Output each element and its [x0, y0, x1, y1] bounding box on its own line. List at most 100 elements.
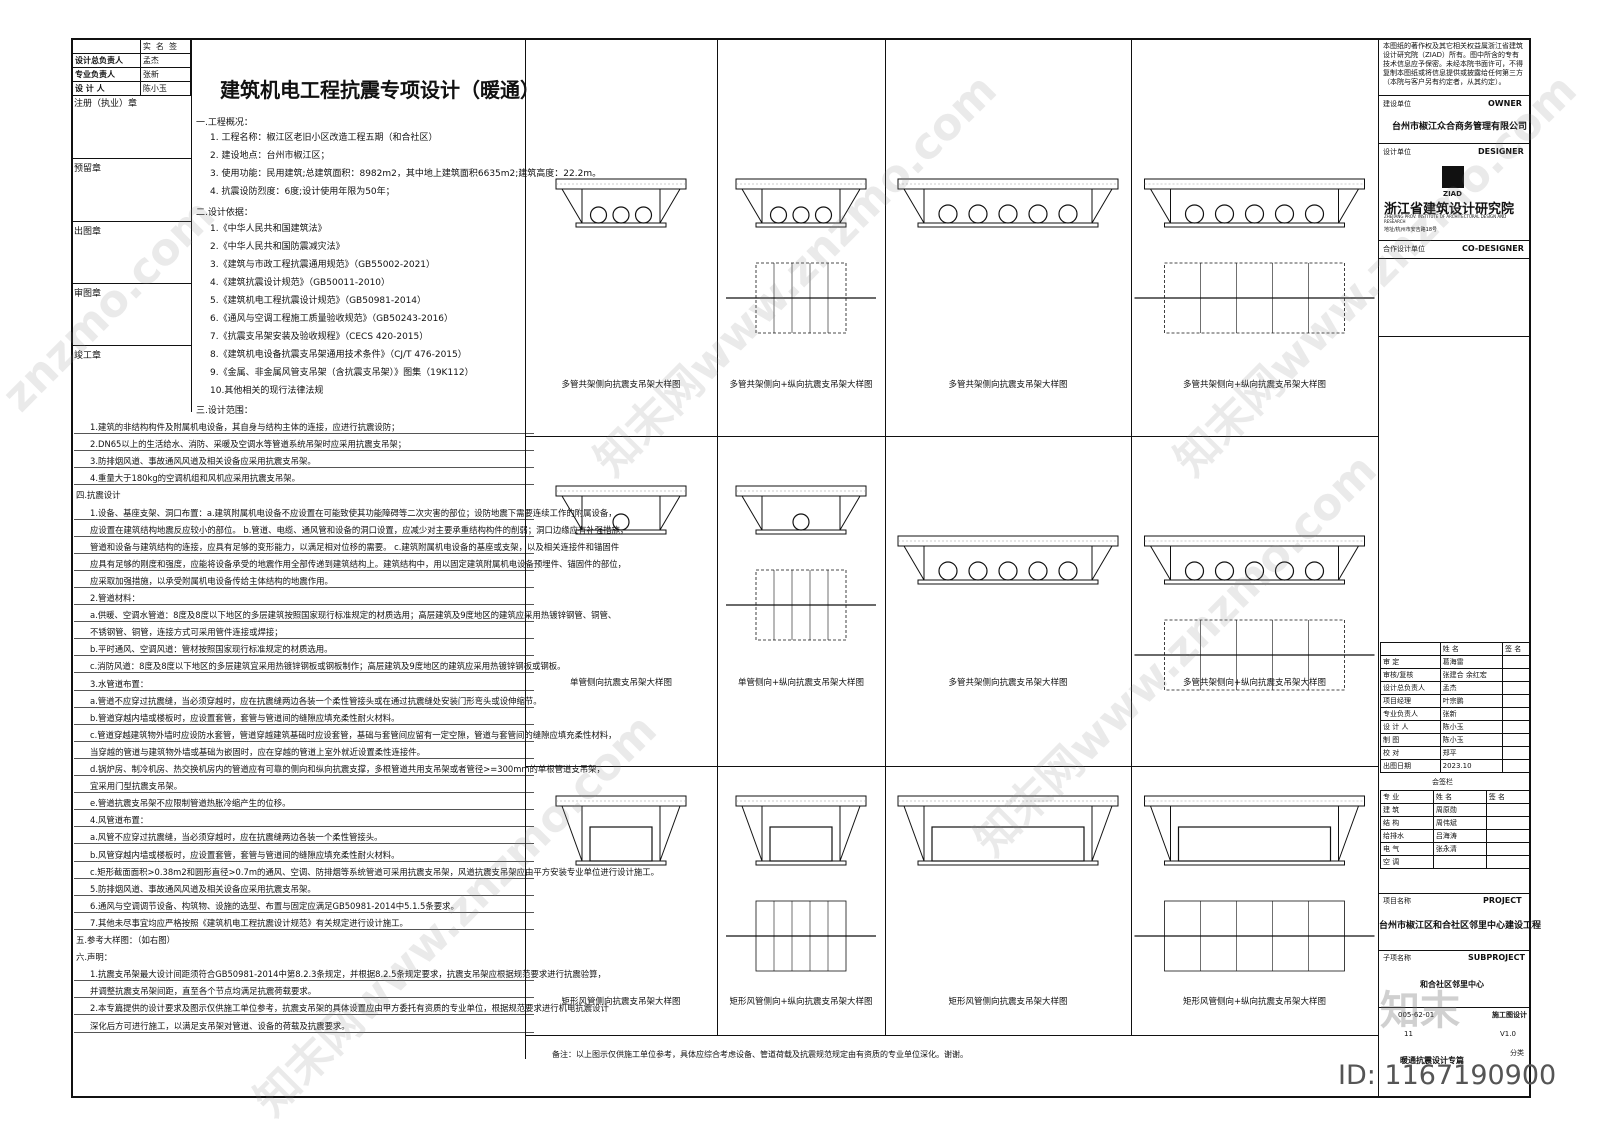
bracket-detail-drawing: [726, 485, 876, 641]
detail-caption: 多管共架侧向抗震支吊架大样图: [561, 380, 681, 390]
overview-item: 3. 使用功能：民用建筑;总建筑面积：8982m2，其中地上建筑面积6635m2…: [210, 169, 602, 179]
countersign-row: 给排水吕海涛: [1380, 829, 1531, 843]
stamp-completion: 竣工章: [74, 351, 102, 361]
ziad-logo-icon: [1442, 166, 1464, 188]
measures-item: 6.通风与空调调节设备、构筑物、设施的选型、布置与固定应满足GB50981-20…: [90, 900, 459, 911]
measures-item: 3.水管道布置：: [90, 678, 149, 689]
sig-row: 设计总负责人孟杰: [72, 53, 192, 68]
approval-row: 专业负责人张新: [1380, 707, 1530, 721]
measures-item: b.风管穿越内墙或楼板时，应设置套管，套管与管道间的缝隙应填充柔性耐火材料。: [90, 849, 400, 860]
image-id: ID: 1167190900: [1338, 1060, 1557, 1091]
scope-item: 4.重量大于180kg的空调机组和风机应采用抗震支吊架。: [90, 473, 301, 484]
statement-heading: 六.声明：: [76, 952, 113, 963]
statement-item: 1.抗震支吊架最大设计间距须符合GB50981-2014中第8.2.3条规定，并…: [90, 969, 606, 980]
signature-table: 实 名 签 设计总负责人孟杰 专业负责人张新 设 计 人陈小玉: [72, 39, 192, 96]
bracket-detail-drawing: [897, 535, 1119, 585]
stamp-registration: 注册（执业）章: [72, 94, 191, 159]
measures-item: 不锈钢管、铜管，连接方式可采用管件连接或焊接；: [90, 627, 283, 638]
measures-item: 宜采用门型抗震支吊架。: [90, 781, 183, 792]
measures-item: d.锅炉房、制冷机房、热交换机房内的管道应有可靠的侧向和纵向抗震支撑，多根管道共…: [90, 764, 605, 774]
bracket-detail-drawing: [1134, 535, 1375, 691]
detail-caption: 多管共架侧向抗震支吊架大样图: [948, 380, 1068, 390]
approval-row: 设 计 人陈小玉: [1380, 720, 1530, 734]
measures-item: 管道和设备与建筑结构的连接，应具有足够的变形能力，以满足相对位移的需要。 c.建…: [90, 541, 620, 552]
subproject-name: 和合社区邻里中心: [1420, 980, 1484, 989]
scope-item: 3.防排烟风道、事故通风风道及相关设备应采用抗震支吊架。: [90, 456, 316, 467]
statement-item: 2.本专篇提供的设计要求及图示仅供施工单位参考，抗震支吊架的具体设置应由甲方委托…: [90, 1003, 609, 1014]
overview-heading: 一.工程概况：: [196, 118, 253, 128]
detail-caption: 多管共架侧向抗震支吊架大样图: [948, 678, 1068, 688]
countersign-table: 专 业姓 名签 名建 筑周原勋 结 构周伟斌 给排水吕海涛 电 气张永清 空 调: [1380, 790, 1531, 869]
approval-row: 审核/复核张建合 余红宏: [1380, 668, 1530, 682]
scope-heading: 三.设计范围：: [196, 406, 253, 416]
drawing-frame: [71, 38, 1531, 1098]
bracket-detail-drawing: [555, 485, 687, 535]
basis-item: 7.《抗震支吊架安装及验收规程》（CECS 420-2015）: [210, 332, 429, 342]
measures-item: a.管道不应穿过抗震缝，当必须穿越时，应在抗震缝两边各装一个柔性管接头或在通过抗…: [90, 695, 542, 706]
measures-item: c.消防风道：8度及8度以下地区的多层建筑宜采用热镀锌钢板或钢板制作；高层建筑及…: [90, 661, 566, 672]
measures-item: e.管道抗震支吊架不应限制管道热胀冷缩产生的位移。: [90, 798, 291, 809]
approval-row: 审 定葛海雷: [1380, 655, 1530, 669]
measures-item: 应具有足够的刚度和强度，应能将设备承受的地震作用全部传递到建筑结构上。建筑结构中…: [90, 558, 626, 569]
measures-item: 4.风管道布置：: [90, 815, 149, 826]
countersign-row: 建 筑周原勋: [1380, 803, 1531, 817]
approval-table: 姓 名签 名审 定葛海雷 审核/复核张建合 余红宏 设计总负责人孟杰 项目经理叶…: [1380, 642, 1530, 773]
measures-heading: 四.抗震设计: [76, 490, 121, 501]
countersign-row: 空 调: [1380, 855, 1531, 869]
approval-row: 项目经理叶宗鹏: [1380, 694, 1530, 708]
corner-logo: 知末: [1380, 988, 1460, 1034]
measures-item: 1.设备、基座支架、洞口布置：a.建筑附属机电设备不应设置在可能致使其功能障碍等…: [90, 507, 617, 518]
basis-item: 4.《建筑抗震设计规范》（GB50011-2010）: [210, 278, 391, 288]
approval-row: 制 图陈小玉: [1380, 733, 1530, 747]
scope-item: 2.DN65以上的生活给水、消防、采暖及空调水等管道系统吊架时应采用抗震支吊架；: [90, 439, 407, 450]
measures-item: a.供暖、空调水管道：8度及8度以下地区的多层建筑按照国家现行标准规定的材质选用…: [90, 610, 617, 621]
bracket-detail-drawing: [897, 178, 1119, 228]
basis-item: 6.《通风与空调工程施工质量验收规范》（GB50243-2016）: [210, 314, 454, 324]
measures-item: 应设置在建筑结构地震反应较小的部位。 b.管道、电缆、通风管和设备的洞口设置，应…: [90, 524, 629, 535]
stamp-issue: 出图章: [72, 222, 191, 284]
basis-heading: 二.设计依据：: [196, 208, 253, 218]
countersign-row: 结 构周伟斌: [1380, 816, 1531, 830]
reference-heading: 五.参考大样图：（如右图）: [76, 935, 175, 945]
statement-item: 并调整抗震支吊架间距，直至各个节点均满足抗震荷载要求。: [90, 986, 317, 997]
measures-item: a.风管不应穿过抗震缝，当必须穿越时，应在抗震缝两边各装一个柔性管接头。: [90, 832, 383, 843]
measures-item: 当穿越的管道与建筑物外墙或基础为嵌固时，应在穿越的管道上室外就近设置柔性连接件。: [90, 746, 425, 757]
bracket-detail-drawing: [897, 795, 1119, 866]
measures-item: c.矩形截面面积>0.38m2和圆形直径>0.7m的通风、空调、防排烟等系统管道…: [90, 866, 660, 877]
overview-item: 4. 抗震设防烈度：6度;设计使用年限为50年；: [210, 187, 395, 197]
copyright-note: 本图纸的著作权及其它相关权益属浙江省建筑设计研究院（ZIAD）所有。图中所含的专…: [1383, 42, 1523, 86]
detail-caption: 单管侧向抗震支吊架大样图: [569, 678, 672, 688]
sig-row: 专业负责人张新: [72, 67, 192, 82]
detail-caption: 多管共架侧向+纵向抗震支吊架大样图: [1182, 380, 1327, 390]
owner-name: 台州市椒江众合商务管理有限公司: [1392, 122, 1528, 132]
basis-item: 10.其他相关的现行法律法规: [210, 386, 324, 396]
overview-item: 2. 建设地点：台州市椒江区；: [210, 151, 330, 161]
sig-header: 实 名 签: [139, 39, 192, 54]
basis-item: 2.《中华人民共和国防震减灾法》: [210, 242, 345, 252]
overview-list: 1. 工程名称：椒江区老旧小区改造工程五期（和合社区） 2. 建设地点：台州市椒…: [210, 133, 601, 205]
detail-caption: 单管侧向+纵向抗震支吊架大样图: [737, 678, 865, 688]
sig-row: 设 计 人陈小玉: [72, 81, 192, 96]
bracket-detail-drawing: [726, 795, 876, 972]
basis-list: 1.《中华人民共和国建筑法》 2.《中华人民共和国防震减灾法》 3.《建筑与市政…: [210, 224, 474, 404]
bracket-detail-drawing: [555, 795, 687, 866]
stamp-reserved: 预留章: [72, 159, 191, 222]
approval-row: 设计总负责人孟杰: [1380, 681, 1530, 695]
detail-caption: 矩形风管侧向+纵向抗震支吊架大样图: [1182, 997, 1327, 1007]
overview-item: 1. 工程名称：椒江区老旧小区改造工程五期（和合社区）: [210, 133, 438, 143]
bottom-note: 备注：以上图示仅供施工单位参考，具体应综合考虑设备、管道荷载及抗震规范规定由有资…: [552, 1050, 968, 1059]
bracket-detail-drawing: [726, 178, 876, 334]
measures-item: 2.管道材料：: [90, 593, 140, 603]
bracket-detail-drawing: [1134, 178, 1375, 334]
page-title: 建筑机电工程抗震专项设计（暖通）: [220, 78, 540, 102]
approval-row: 校 对郑平: [1380, 746, 1530, 760]
project-name: 台州市椒江区和合社区邻里中心建设工程: [1379, 921, 1542, 931]
basis-item: 1.《中华人民共和国建筑法》: [210, 224, 327, 234]
measures-item: c.管道穿越建筑物外墙时应设防水套管，管道穿越建筑基础时应设套管，基础与套管间应…: [90, 729, 617, 740]
measures-item: 应采取加强措施，以承受附属机电设备传给主体结构的地震作用。: [90, 575, 333, 586]
basis-item: 5.《建筑机电工程抗震设计规范》（GB50981-2014）: [210, 296, 427, 306]
stamp-review: 审图章: [72, 284, 191, 346]
measures-item: b.管道穿越内墙或楼板时，应设置套管，套管与管道间的缝隙应填充柔性耐火材料。: [90, 712, 400, 723]
detail-caption: 矩形风管侧向抗震支吊架大样图: [561, 997, 681, 1007]
